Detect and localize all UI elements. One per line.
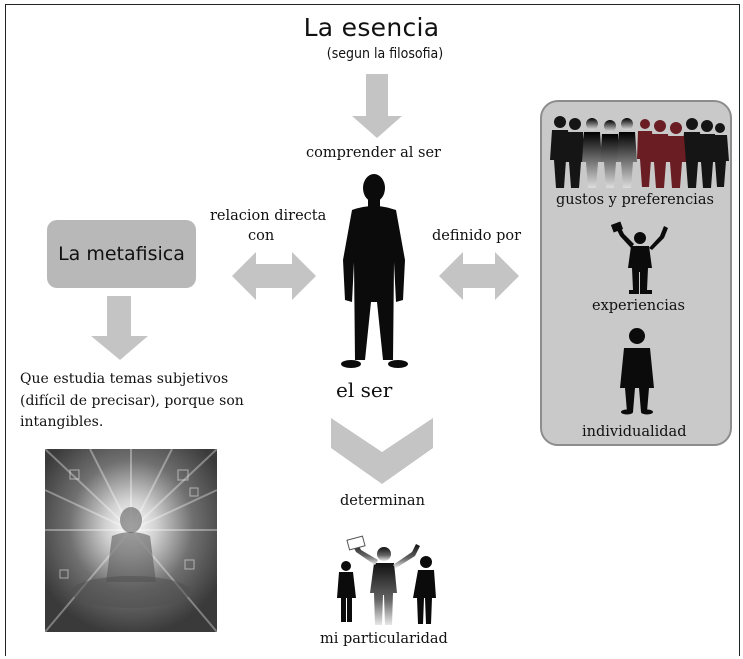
diagram-subtitle: (segun la filosofia) xyxy=(326,46,444,62)
crowd-silhouette-icon xyxy=(550,116,729,188)
gustos-label: gustos y preferencias xyxy=(556,192,714,208)
relacion-label-line1: relacion directa xyxy=(210,208,327,224)
description-line: Que estudia temas subjetivos xyxy=(20,371,229,387)
particularidad-label: mi particularidad xyxy=(320,631,448,647)
group-silhouette-icon xyxy=(337,535,436,625)
diagram-frame xyxy=(5,4,740,656)
relacion-label-line2: con xyxy=(248,228,275,244)
description-line: intangibles. xyxy=(20,414,104,430)
celebrating-person-icon xyxy=(610,221,668,294)
metafisica-box: La metafisica xyxy=(47,220,196,288)
definido-label: definido por xyxy=(432,228,522,244)
comprender-label: comprender al ser xyxy=(306,145,441,161)
double-arrow-right xyxy=(439,252,519,300)
experiencias-label: experiencias xyxy=(592,298,685,314)
down-arrow-top xyxy=(352,74,402,138)
metafisica-label: La metafisica xyxy=(58,243,185,265)
diagram-title: La esencia xyxy=(303,13,440,42)
chevron-down-arrow xyxy=(331,418,433,484)
description-line: (difícil de precisar), porque son xyxy=(20,393,244,409)
double-arrow-left xyxy=(232,252,316,300)
down-arrow-left xyxy=(91,296,148,360)
person-silhouette-icon xyxy=(341,174,408,368)
meditation-image xyxy=(44,448,218,633)
individualidad-label: individualidad xyxy=(582,424,687,440)
el-ser-label: el ser xyxy=(336,378,393,402)
determinan-label: determinan xyxy=(340,493,425,509)
individual-person-icon xyxy=(620,328,654,415)
